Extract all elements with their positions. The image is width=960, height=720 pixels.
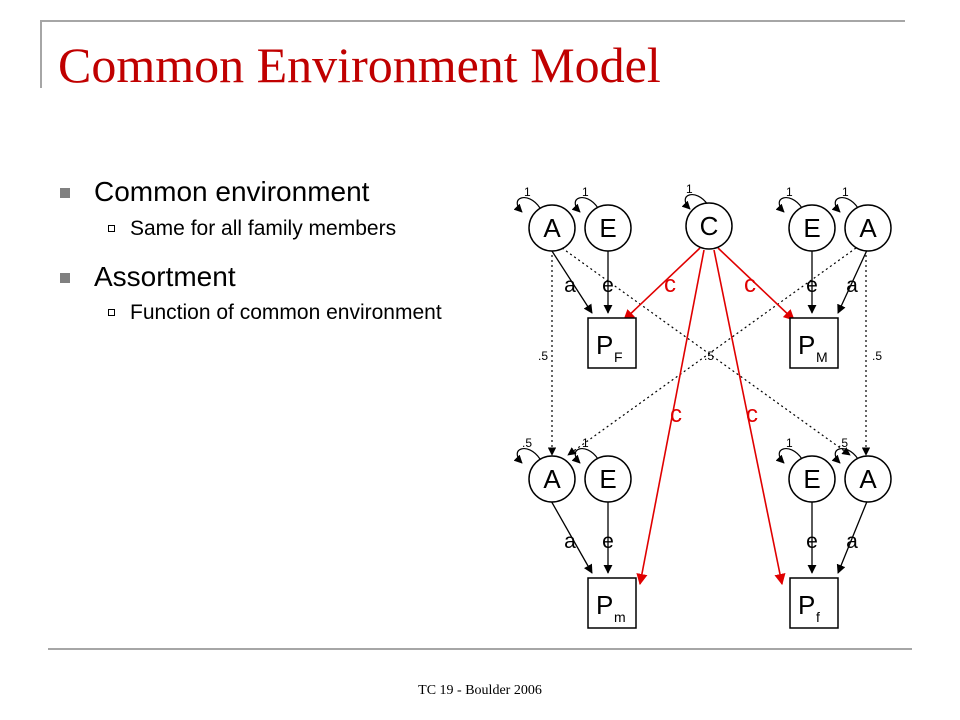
label-e: E [803, 213, 820, 243]
variance-self-arrows [513, 194, 859, 464]
footer-text: TC 19 - Boulder 2006 [418, 683, 542, 698]
father-label: P [596, 330, 613, 360]
bullet-text: Assortment [94, 260, 236, 292]
variance-one: 1 [842, 185, 849, 199]
father-box [587, 317, 637, 369]
square-bullet-icon [60, 272, 70, 283]
bullet-assortment: Assortment [58, 260, 458, 294]
path-c-label: c [670, 401, 682, 428]
path-c-label: c [664, 271, 676, 298]
variance-labels: 1 1 1 1 1 .5 1 1 .5 .5 .5 .5 [522, 182, 882, 450]
variance-one: 1 [786, 436, 793, 450]
path-e-label: e [602, 274, 614, 297]
transmission-half: .5 [704, 349, 714, 363]
variance-one: 1 [524, 185, 531, 199]
daughter-box [789, 577, 839, 629]
label-e: E [599, 464, 616, 494]
parent-e-circle [584, 204, 632, 252]
son-label: P [596, 590, 613, 620]
label-a: A [543, 464, 561, 494]
phenotype-labels: P F P M P m P f [596, 330, 828, 625]
sub-bullet-function-of: Function of common environment [58, 299, 458, 326]
bullet-common-environment: Common environment [58, 175, 458, 209]
hollow-square-bullet-icon [108, 224, 115, 232]
frame-top-line [40, 20, 905, 22]
sub-bullet-text: Function of common environment [130, 301, 442, 325]
mother-label: P [798, 330, 815, 360]
square-bullet-icon [60, 188, 70, 198]
frame-left-line [40, 20, 42, 88]
path-a-label: a [846, 274, 858, 297]
path-a-label: a [564, 530, 576, 553]
label-a: A [859, 213, 877, 243]
parent-e-circle [788, 204, 836, 252]
bullet-list: Common environment Same for all family m… [58, 175, 458, 345]
father-subscript: F [614, 349, 623, 365]
path-a-label: a [564, 274, 576, 297]
common-c-circle [685, 202, 733, 250]
son-subscript: m [614, 609, 626, 625]
child-e-circle [584, 455, 632, 503]
hollow-square-bullet-icon [108, 309, 115, 317]
path-c-label: c [744, 271, 756, 298]
child-a-circle [528, 455, 576, 503]
path-e-label: e [806, 274, 818, 297]
daughter-label: P [798, 590, 815, 620]
label-a: A [859, 464, 877, 494]
mother-box [789, 317, 839, 369]
latent-labels: A E C E A A E E A [543, 211, 877, 494]
path-coefficient-labels: a e e a a e e a [564, 274, 858, 553]
slide-title: Common Environment Model [58, 37, 661, 93]
label-e: E [599, 213, 616, 243]
mother-subscript: M [816, 349, 828, 365]
label-c: C [700, 211, 719, 241]
child-e-circle [788, 455, 836, 503]
parent-a-circle [844, 204, 892, 252]
path-e-label: e [806, 530, 818, 553]
variance-half: .5 [838, 436, 848, 450]
transmission-half: .5 [538, 349, 548, 363]
sub-bullet-text: Same for all family members [130, 216, 397, 240]
black-paths [549, 247, 869, 574]
parent-a-circle [528, 204, 576, 252]
path-c-label: c [746, 401, 758, 428]
phenotype-boxes [587, 317, 839, 629]
variance-half: .5 [522, 436, 532, 450]
sub-bullet-same-for-all: Same for all family members [58, 215, 458, 242]
variance-one: 1 [686, 182, 693, 196]
path-e-label: e [602, 530, 614, 553]
son-box [587, 577, 637, 629]
variance-one: 1 [786, 185, 793, 199]
label-a: A [543, 213, 561, 243]
child-a-circle [844, 455, 892, 503]
footer-line [48, 648, 912, 650]
path-diagram: A E C E A A E E A P F P M P m P f a e e … [513, 182, 892, 629]
latent-circles [528, 202, 892, 503]
variance-one: 1 [582, 185, 589, 199]
red-paths [623, 247, 795, 586]
bullet-text: Common environment [94, 176, 370, 207]
daughter-subscript: f [816, 609, 820, 625]
dotted-transmission-paths [547, 247, 871, 456]
common-path-labels: c c c c [664, 271, 758, 428]
transmission-half: .5 [872, 349, 882, 363]
label-e: E [803, 464, 820, 494]
variance-one: 1 [582, 436, 589, 450]
path-a-label: a [846, 530, 858, 553]
